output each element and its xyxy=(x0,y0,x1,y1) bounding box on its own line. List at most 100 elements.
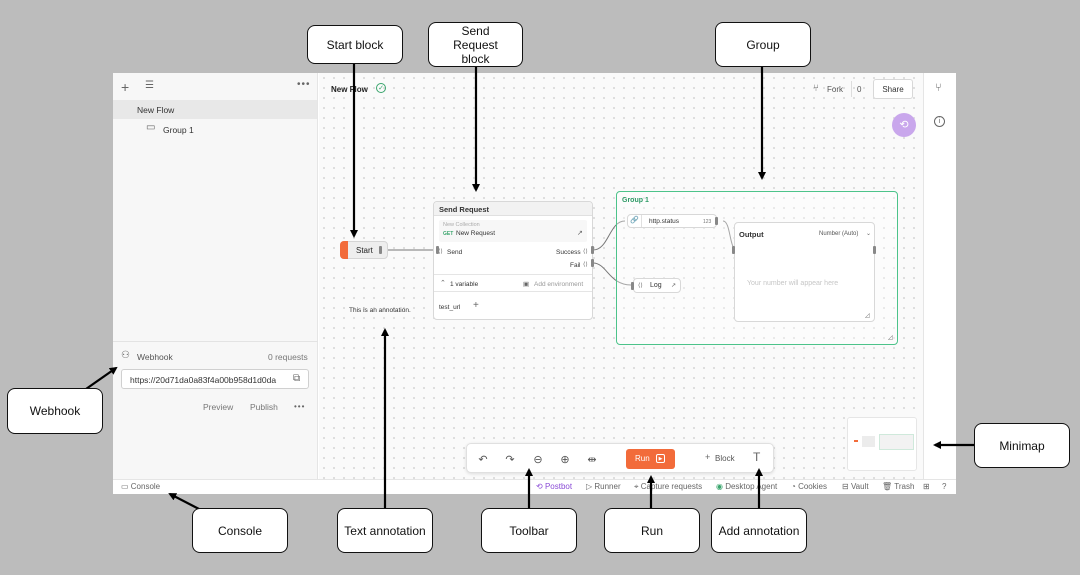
minimap[interactable] xyxy=(847,417,917,471)
edge-success-status xyxy=(592,220,626,251)
callout-console: Console xyxy=(192,508,288,553)
request-name: New Request xyxy=(456,230,496,237)
postbot-fab-icon[interactable]: ⟲ xyxy=(892,113,916,137)
info-icon[interactable]: i xyxy=(934,116,945,127)
webhook-label: Webhook xyxy=(137,352,173,362)
text-annotation-icon[interactable]: T xyxy=(753,450,761,464)
sidebar-item-group[interactable]: ▭ Group 1 xyxy=(113,120,317,138)
vault-label: Vault xyxy=(850,482,869,491)
chevron-up-icon[interactable]: ⌃ xyxy=(440,280,446,287)
flow-canvas[interactable]: New Flow ✓ ⑂ Fork 0 Share ⟲ Start Send R… xyxy=(319,73,923,479)
send-port-icon: ⟨⟩ xyxy=(438,249,443,255)
fork-icon[interactable]: ⑂ xyxy=(813,83,819,94)
run-button[interactable]: Run ▶ xyxy=(626,449,675,469)
layout-icon[interactable]: ⊞ xyxy=(923,482,930,491)
more-icon[interactable]: ••• xyxy=(297,79,311,90)
zoom-in-icon[interactable]: ⊕ xyxy=(560,453,570,466)
minimap-group xyxy=(879,434,914,450)
fail-port[interactable] xyxy=(591,259,594,267)
divider xyxy=(113,341,318,342)
output-placeholder: Your number will appear here xyxy=(747,280,839,287)
log-port[interactable] xyxy=(631,282,634,290)
saved-check-icon: ✓ xyxy=(376,83,386,93)
share-button[interactable]: Share xyxy=(873,79,913,99)
play-icon: ▶ xyxy=(656,454,665,463)
check-circle-icon: ◉ xyxy=(716,482,726,491)
console-button[interactable]: ▭ Console xyxy=(121,482,160,491)
capture-requests-button[interactable]: ⌖ Capture requests xyxy=(634,482,702,492)
postbot-button[interactable]: ⟲ Postbot xyxy=(536,482,572,491)
output-in-port[interactable] xyxy=(732,246,735,254)
output-block[interactable]: Output Number (Auto) ⌄ Your number will … xyxy=(734,222,875,322)
divider xyxy=(434,274,592,275)
open-external-icon[interactable]: ↗ xyxy=(577,230,583,237)
http-status-block[interactable]: 🔗 http.status 123 xyxy=(627,214,717,228)
success-port[interactable] xyxy=(591,246,594,254)
undo-icon[interactable]: ↶ xyxy=(478,453,488,466)
trash-label: Trash xyxy=(894,482,915,491)
log-block[interactable]: ⟨⟩ Log ↗ xyxy=(633,278,681,293)
redo-icon[interactable]: ↷ xyxy=(505,453,515,466)
vault-button[interactable]: ⊟ Vault xyxy=(842,482,869,491)
output-out-port[interactable] xyxy=(873,246,876,254)
runner-button[interactable]: ▷ Runner xyxy=(586,482,621,491)
fail-port-label: Fail xyxy=(570,262,581,269)
webhook-requests: 0 requests xyxy=(268,352,308,362)
fit-view-icon[interactable]: ⇹ xyxy=(587,453,597,466)
filter-icon[interactable]: ☰ xyxy=(145,80,154,91)
resize-handle-icon[interactable]: ◿ xyxy=(888,335,893,341)
console-label: Console xyxy=(130,482,161,491)
start-block[interactable]: Start xyxy=(340,241,388,259)
sidebar: + ☰ ••• New Flow ▭ Group 1 ⚇ Webhook 0 r… xyxy=(113,73,318,479)
sidebar-item-flow[interactable]: New Flow xyxy=(113,100,317,119)
flow-label: New Flow xyxy=(137,105,175,115)
text-annotation[interactable]: This is an annotation. xyxy=(349,307,411,314)
webhook-url: https://20d71da0a83f4a00b958d1d0da xyxy=(130,375,277,385)
send-request-block[interactable]: Send Request New Collection GET New Requ… xyxy=(433,201,593,320)
cookie-icon: ◔ xyxy=(791,482,799,491)
run-label: Run xyxy=(635,454,650,463)
add-block-icon[interactable]: + xyxy=(705,452,711,462)
folder-icon: ▭ xyxy=(146,122,156,133)
send-request-header: Send Request xyxy=(434,202,592,216)
edge-fail-log xyxy=(592,262,632,286)
add-environment-button[interactable]: Add environment xyxy=(534,281,584,288)
flow-title: New Flow xyxy=(331,85,368,94)
send-port[interactable] xyxy=(436,246,439,254)
publish-button[interactable]: Publish xyxy=(250,402,278,412)
zoom-out-icon[interactable]: ⊖ xyxy=(533,453,543,466)
help-icon[interactable]: ? xyxy=(942,482,947,491)
group-label: Group 1 xyxy=(163,125,194,135)
resize-handle-icon[interactable]: ◿ xyxy=(865,313,870,319)
fail-port-icon: ⟨⟩ xyxy=(583,262,588,268)
send-port-label: Send xyxy=(447,249,463,256)
add-icon[interactable]: + xyxy=(121,79,130,95)
add-block-button[interactable]: Block xyxy=(715,454,735,463)
variable-count: 1 variable xyxy=(450,281,479,288)
fork-count-box: 0 xyxy=(851,81,867,97)
postbot-label: Postbot xyxy=(544,482,573,491)
webhook-url-field[interactable]: https://20d71da0a83f4a00b958d1d0da ⧉ xyxy=(121,369,309,389)
output-type-select[interactable]: Number (Auto) xyxy=(819,231,859,237)
minimap-start xyxy=(854,440,858,442)
request-selector[interactable]: New Collection GET New Request ↗ xyxy=(439,220,587,242)
success-port-label: Success xyxy=(556,249,581,256)
open-external-icon[interactable]: ↗ xyxy=(671,283,677,289)
preview-button[interactable]: Preview xyxy=(203,402,234,412)
add-variable-icon[interactable]: + xyxy=(473,300,479,311)
right-sidebar: ⑂ i xyxy=(923,73,956,479)
start-port[interactable] xyxy=(379,246,382,254)
chevron-down-icon[interactable]: ⌄ xyxy=(866,231,872,237)
cookies-button[interactable]: ◔ Cookies xyxy=(791,482,827,491)
group-title: Group 1 xyxy=(622,197,649,204)
http-status-port[interactable] xyxy=(715,217,718,225)
console-icon: ▭ xyxy=(121,482,131,491)
desktop-agent-button[interactable]: ◉ Desktop Agent xyxy=(716,482,777,491)
more-icon[interactable]: ••• xyxy=(294,402,306,411)
trash-button[interactable]: 🗑 Trash xyxy=(882,482,914,491)
copy-icon[interactable]: ⧉ xyxy=(293,373,301,384)
desktop-agent-label: Desktop Agent xyxy=(725,482,778,491)
fork-label[interactable]: Fork xyxy=(827,85,843,94)
collection-name: New Collection xyxy=(443,222,480,228)
flow-structure-icon[interactable]: ⑂ xyxy=(935,82,942,94)
